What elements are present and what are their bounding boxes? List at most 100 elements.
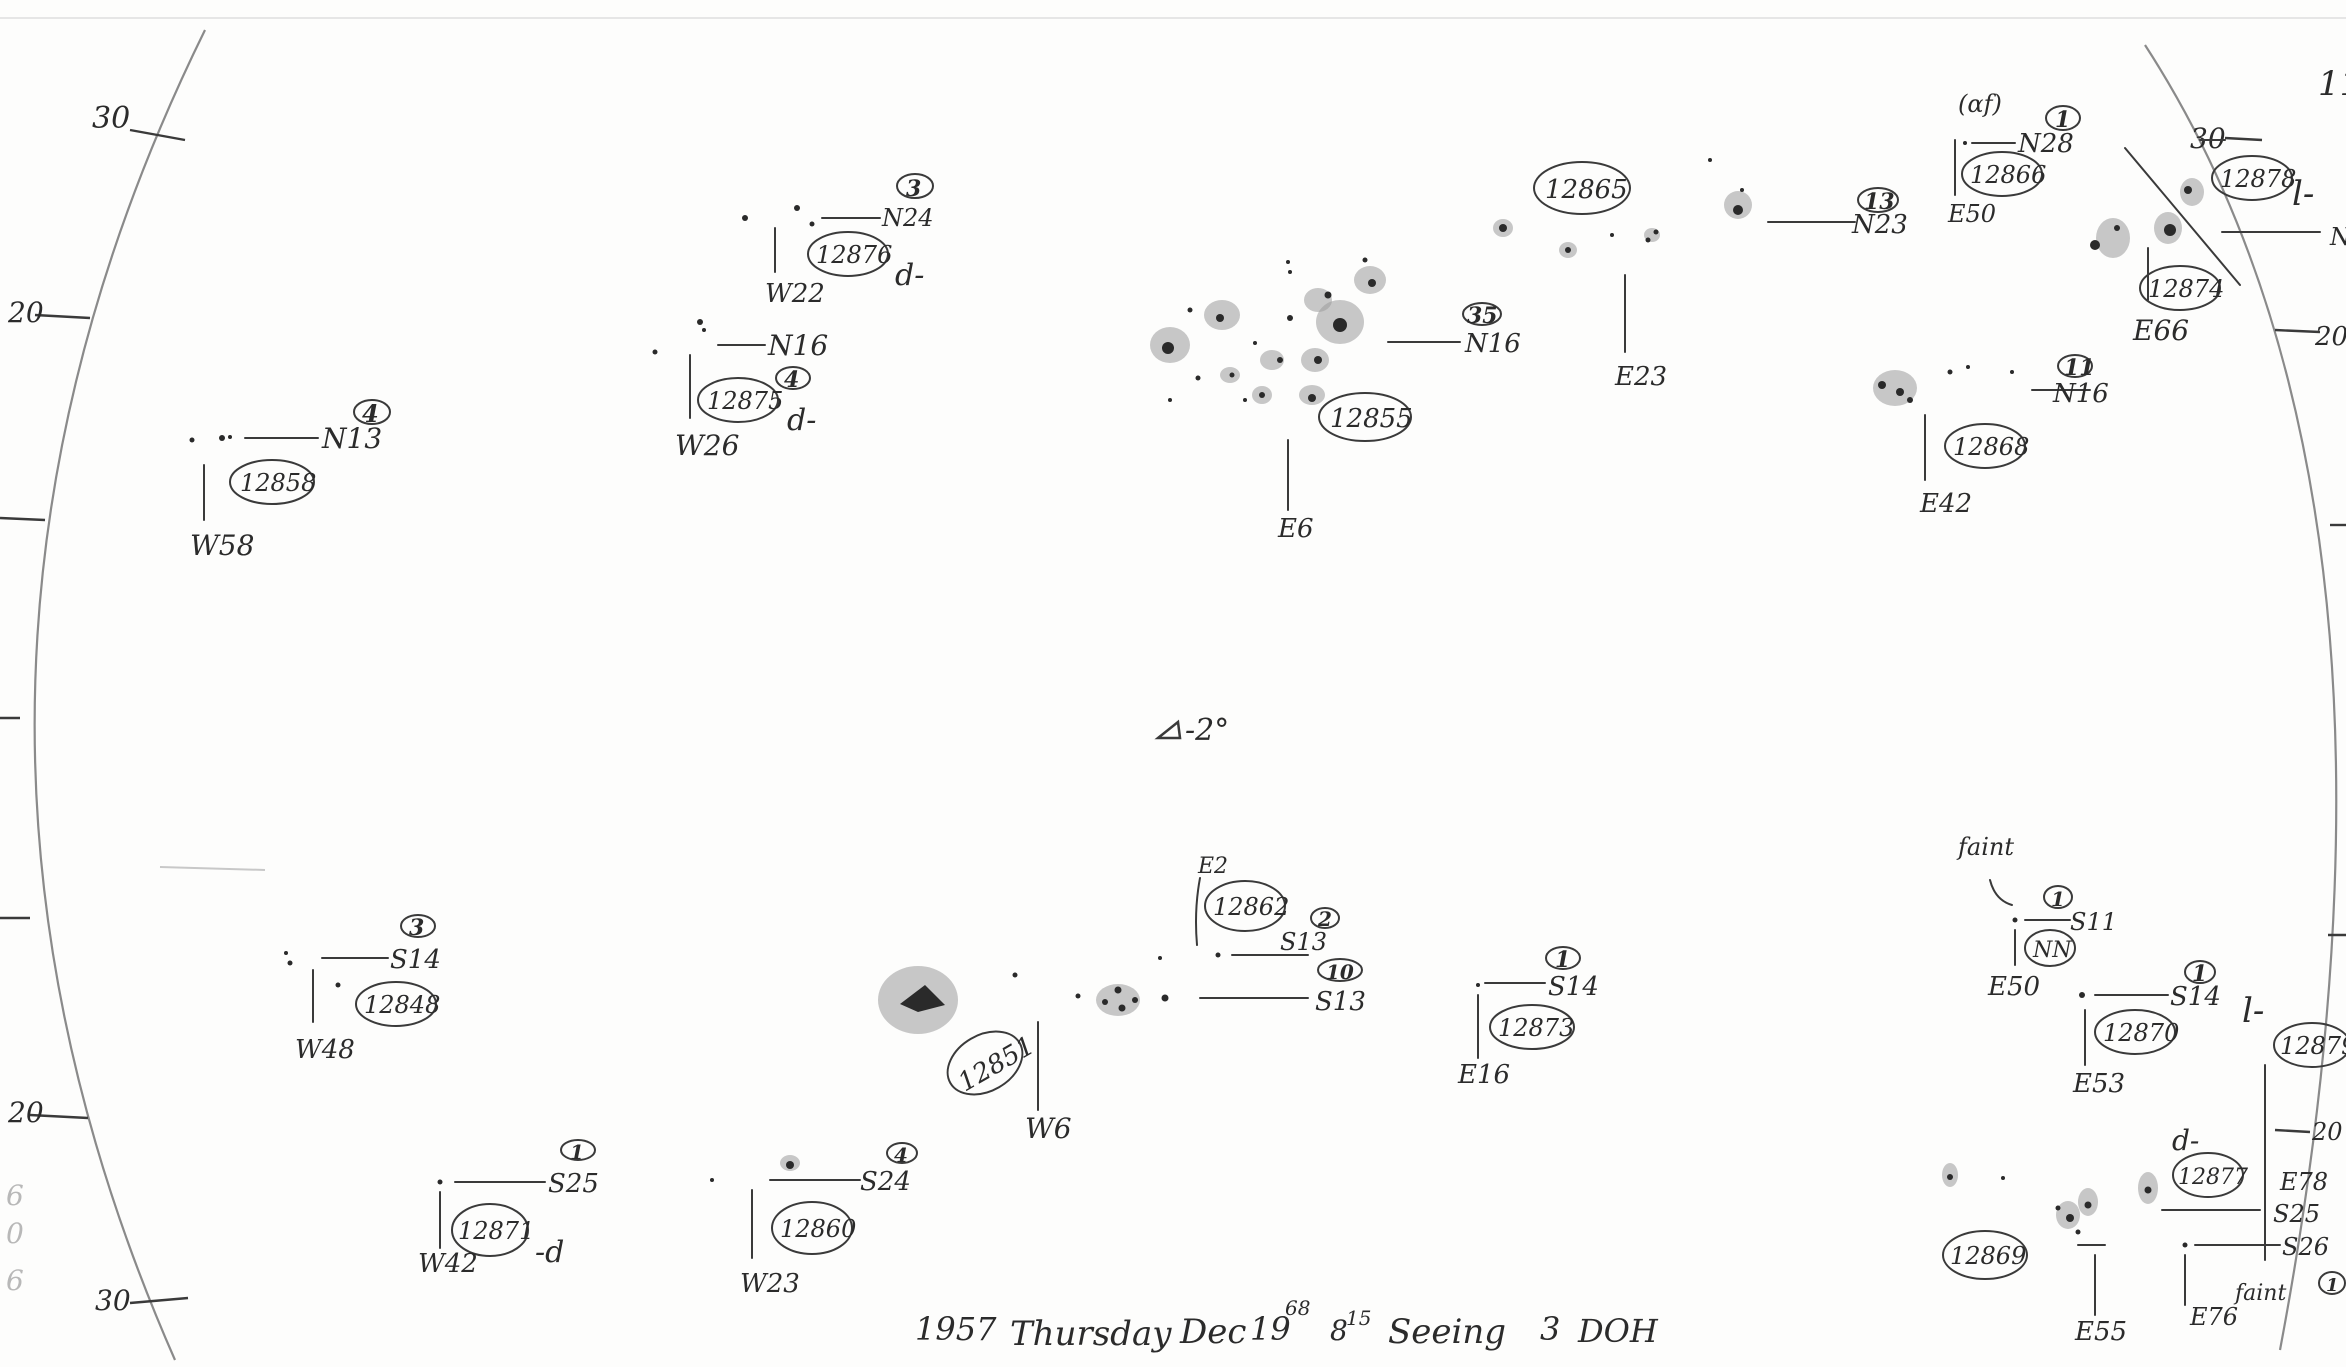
group-number: 12868 xyxy=(1953,433,2029,461)
sunspot xyxy=(1277,357,1283,363)
spot-count: 1 xyxy=(2051,887,2065,911)
sunspot xyxy=(1253,341,1257,345)
group-12866[interactable]: (αf) 1 N28 12866 E50 xyxy=(1947,90,2081,228)
group-12877[interactable]: d- 12877 E78 S25 xyxy=(2138,1124,2328,1228)
group-number: 12879 xyxy=(2280,1032,2346,1060)
group-12870[interactable]: 1 S14 12870 E53 xyxy=(2072,960,2221,1099)
group-12855[interactable]: 35 N16 12855 E6 xyxy=(1150,257,1521,545)
margin-digit-2: 0 xyxy=(6,1217,24,1250)
group-12876[interactable]: 3 N24 12876 d- W22 xyxy=(742,173,934,309)
group-number: NN xyxy=(2032,938,2072,963)
latitude-label: S14 xyxy=(1548,972,1599,1002)
longitude-label: E42 xyxy=(1919,489,1972,519)
group-12858[interactable]: 4 N13 12858 W58 xyxy=(189,399,391,562)
sunspot xyxy=(1195,375,1201,381)
sunspot xyxy=(1114,986,1122,994)
footer-date: 19 xyxy=(1250,1310,1291,1348)
group-number: 12862 xyxy=(1213,893,1289,921)
spot-count: 2 xyxy=(1317,907,1332,931)
group-12862[interactable]: E2 12862 2 S13 10 S13 xyxy=(1075,854,1366,1017)
sunspot xyxy=(1216,314,1224,322)
sunspot xyxy=(1287,315,1293,321)
group-12851[interactable]: 12851 W6 xyxy=(878,966,1072,1145)
group-number: 12876 xyxy=(816,241,892,269)
latitude-label: N16 xyxy=(1464,329,1521,359)
group-12869[interactable]: 12869 E55 xyxy=(1942,1163,2127,1347)
latitude-label: N28 xyxy=(2017,129,2074,159)
sunspot-umbra xyxy=(900,985,945,1012)
group-number: 12855 xyxy=(1330,404,1413,434)
left-limb-ticks xyxy=(0,128,189,1305)
group-12873[interactable]: 1 S14 12873 E16 xyxy=(1457,946,1599,1090)
note: -d xyxy=(535,1235,564,1270)
group-12871[interactable]: 1 S25 12871 -d W42 xyxy=(418,1139,599,1279)
sunspot xyxy=(219,435,225,441)
latitude-label: N13 xyxy=(321,422,382,455)
latitude-label: N16 xyxy=(2052,379,2109,409)
sunspot xyxy=(1653,229,1659,235)
longitude-label: E23 xyxy=(1614,362,1667,392)
sunspot xyxy=(1963,141,1967,145)
footer-day: Thursday xyxy=(1010,1314,1172,1354)
sunspot xyxy=(1324,291,1332,299)
note: l- xyxy=(2292,174,2314,214)
spot-count: 4 xyxy=(784,367,799,393)
sunspot xyxy=(1288,270,1292,274)
latitude-label: N23 xyxy=(1851,210,1908,240)
sunspot xyxy=(1476,983,1480,987)
sunspot xyxy=(1645,237,1651,243)
sunspot xyxy=(1499,224,1507,232)
note: d- xyxy=(2172,1124,2199,1157)
sunspot xyxy=(335,982,341,988)
latitude-label: S25 xyxy=(548,1169,599,1199)
stray-pencil-mark xyxy=(159,866,266,871)
latitude-label: S13 xyxy=(1315,987,1366,1017)
longitude-label: W26 xyxy=(675,429,739,462)
longitude-label: E53 xyxy=(2072,1069,2125,1099)
latitude-label: N24 xyxy=(881,204,934,232)
left-limb-arc xyxy=(33,29,206,1361)
note: l- xyxy=(2242,991,2264,1031)
group-12874[interactable]: 12874 E66 xyxy=(2132,247,2224,347)
sunspot xyxy=(1102,999,1108,1005)
sunspot xyxy=(786,1161,794,1169)
spot-count: 1 xyxy=(2055,107,2070,133)
group-12848[interactable]: 3 S14 12848 W48 xyxy=(284,914,441,1065)
footer-observer: DOH xyxy=(1577,1312,1659,1350)
sunspot xyxy=(2010,370,2014,374)
sunspot xyxy=(2144,1186,2152,1194)
sunspot xyxy=(1368,279,1376,287)
group-12865[interactable]: 13 N23 12865 E23 xyxy=(1493,158,1908,392)
longitude-label: E55 xyxy=(2074,1317,2127,1347)
sunspot xyxy=(1314,356,1322,364)
sunspot xyxy=(2184,186,2192,194)
longitude-label: E50 xyxy=(1947,200,1996,228)
right-limb-arc xyxy=(2144,44,2338,1351)
sunspot xyxy=(2114,225,2120,231)
right-limb-ticks xyxy=(2224,136,2346,1134)
sunspot xyxy=(710,1178,714,1182)
group-12879[interactable]: l- 12879 xyxy=(2242,991,2346,1261)
group-12860[interactable]: 4 S24 12860 W23 xyxy=(710,1142,918,1299)
sunspot xyxy=(1187,307,1193,313)
group-e76-faint[interactable]: S26 faint 1 E76 xyxy=(2182,1233,2346,1331)
group-number: 12860 xyxy=(780,1215,856,1243)
sunspot xyxy=(1740,188,1744,192)
group-12868[interactable]: 11 N16 12868 E42 xyxy=(1873,354,2109,519)
sunspot xyxy=(1896,388,1904,396)
group-number: 12877 xyxy=(2178,1165,2248,1190)
sunspot xyxy=(1215,952,1221,958)
group-12878[interactable]: 12878 l- xyxy=(2090,139,2321,286)
sunspot xyxy=(1161,994,1169,1002)
group-12875[interactable]: N16 4 12875 d- W26 xyxy=(652,319,829,462)
sunspot xyxy=(1162,342,1174,354)
longitude-label: E78 xyxy=(2279,1168,2328,1196)
latitude-label: S26 xyxy=(2282,1233,2329,1261)
note: faint xyxy=(2233,1281,2286,1306)
group-nn[interactable]: faint 1 S11 NN E50 xyxy=(1956,833,2117,1002)
sunspot xyxy=(437,1179,443,1185)
sunspot xyxy=(1610,233,1614,237)
sunspot xyxy=(2055,1205,2061,1211)
longitude-label: W23 xyxy=(740,1269,800,1299)
